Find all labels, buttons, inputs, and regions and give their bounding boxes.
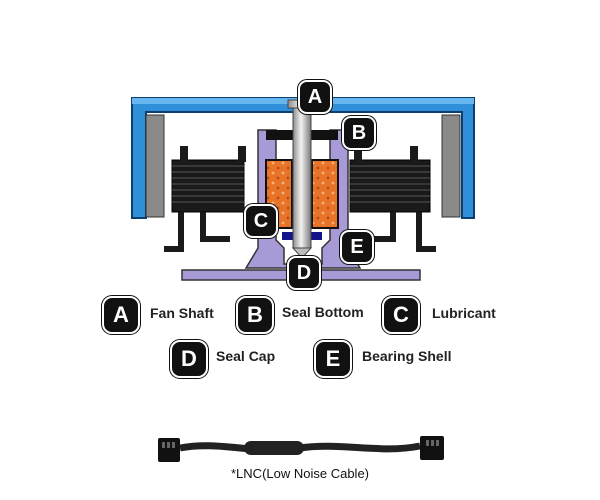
legend-label-bearing-shell: Bearing Shell [362, 348, 452, 364]
stator-right [349, 146, 436, 252]
legend-badge-a: A [102, 296, 140, 334]
legend-label-fan-shaft: Fan Shaft [150, 305, 214, 321]
magnet-ring [145, 114, 461, 218]
cable-caption: *LNC(Low Noise Cable) [231, 466, 369, 481]
legend-label-seal-bottom: Seal Bottom [282, 304, 364, 320]
legend-badge-d: D [170, 340, 208, 378]
legend-label-lubricant: Lubricant [432, 305, 496, 321]
legend-badge-c: C [382, 296, 420, 334]
low-noise-cable [158, 436, 444, 462]
legend-badge-e: E [314, 340, 352, 378]
legend-badge-b: B [236, 296, 274, 334]
marker-b: B [342, 116, 376, 150]
marker-d: D [287, 256, 321, 290]
marker-c: C [244, 204, 278, 238]
marker-e: E [340, 230, 374, 264]
stator-left [164, 146, 246, 252]
marker-a: A [298, 80, 332, 114]
legend-label-seal-cap: Seal Cap [216, 348, 276, 364]
